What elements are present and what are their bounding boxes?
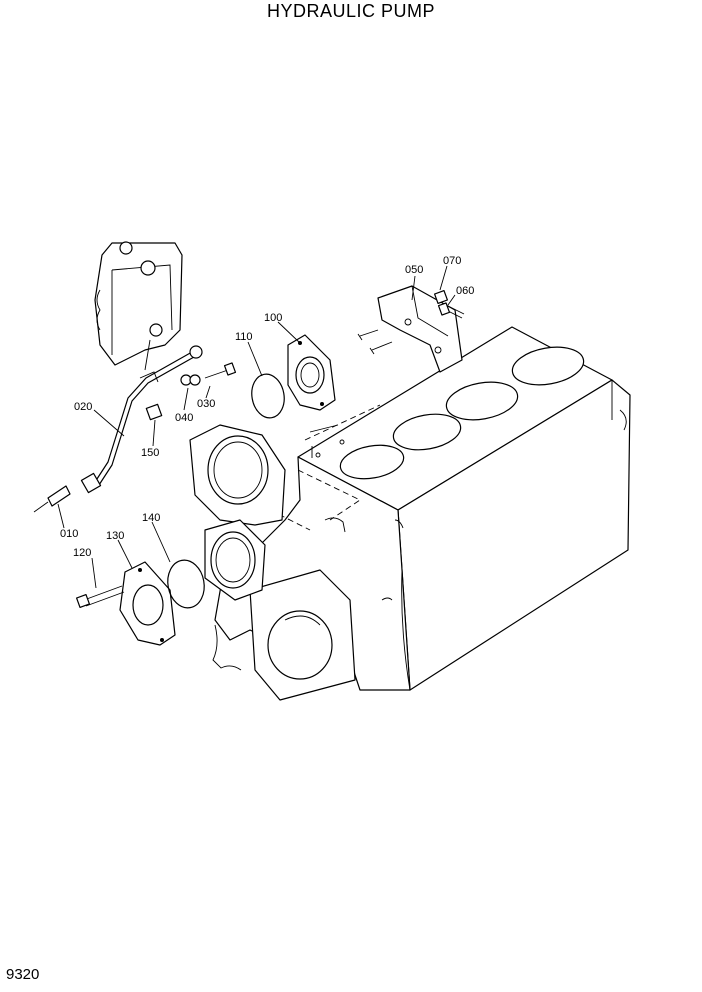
callout-labels: 070 050 060 100 110 030 040 020 150 140 … — [60, 255, 474, 559]
callout-020: 020 — [74, 401, 92, 413]
o-ring-upper — [251, 373, 285, 419]
bolt-070-060 — [433, 289, 465, 319]
page-title: HYDRAULIC PUMP — [266, 1, 436, 21]
bolt-120 — [75, 585, 125, 609]
page-number: 9320 — [6, 966, 40, 983]
leader-lines — [57, 265, 456, 589]
callout-140: 140 — [142, 512, 160, 524]
cover-plate — [287, 334, 336, 411]
callout-130: 130 — [106, 530, 124, 542]
o-ring-lower — [167, 559, 205, 609]
callout-010: 010 — [60, 528, 78, 540]
callout-050: 050 — [405, 264, 423, 276]
washers-and-bolts — [145, 362, 237, 421]
callout-060: 060 — [456, 285, 474, 297]
engine-block — [212, 326, 631, 701]
gear-case-flange — [189, 424, 286, 526]
callout-100: 100 — [264, 312, 282, 324]
callout-120: 120 — [73, 547, 91, 559]
hydraulic-pump-body — [94, 241, 183, 371]
lower-cover — [119, 561, 176, 646]
callout-070: 070 — [443, 255, 461, 267]
callout-110: 110 — [235, 331, 253, 343]
callout-040: 040 — [175, 412, 193, 424]
callout-030: 030 — [197, 398, 215, 410]
lower-flange — [204, 519, 266, 601]
callout-150: 150 — [141, 447, 159, 459]
pipe-assembly — [33, 345, 203, 513]
